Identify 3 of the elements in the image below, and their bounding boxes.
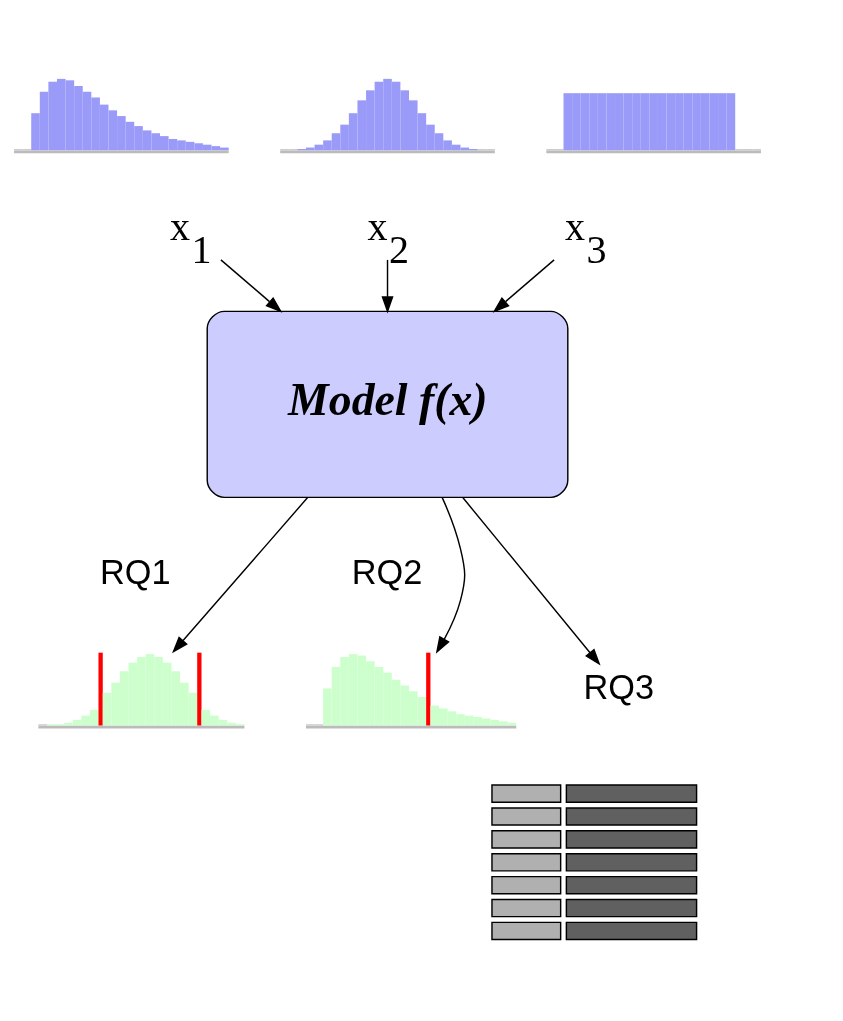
node-text: RQ3	[583, 667, 655, 706]
node-text: RQ2	[351, 552, 423, 591]
node-text: RQ1	[99, 552, 171, 591]
